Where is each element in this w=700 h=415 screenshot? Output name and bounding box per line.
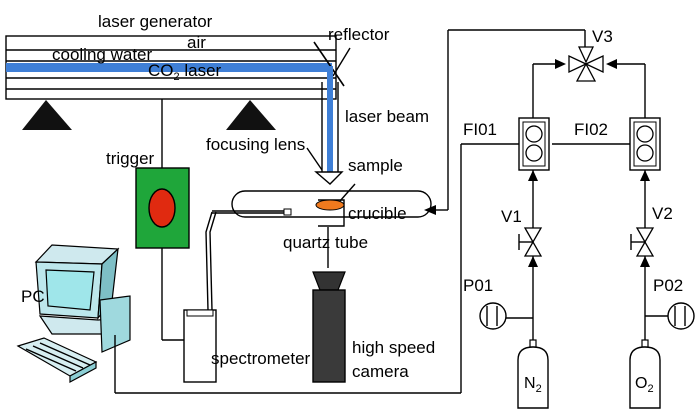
label-cooling-water: cooling water: [52, 45, 153, 64]
label-spectrometer: spectrometer: [211, 349, 311, 368]
label-laser-generator: laser generator: [98, 12, 213, 31]
label-high-speed: high speed: [352, 338, 435, 357]
label-fi01: FI01: [463, 120, 497, 139]
quartz-tube: [231, 190, 432, 218]
label-v1: V1: [501, 207, 522, 226]
label-p01: P01: [463, 276, 493, 295]
valve-v3: [568, 30, 604, 82]
pressure-gauge-p02: [667, 302, 695, 330]
o2-gas-cylinder: [629, 339, 661, 409]
sample: [315, 199, 345, 211]
co2-laser-beam-horizontal: [6, 63, 332, 72]
spectrometer: [183, 309, 217, 383]
label-crucible: crucible: [348, 204, 407, 223]
reflector: [313, 41, 345, 87]
label-air: air: [187, 33, 206, 52]
valve-v2: [630, 227, 655, 257]
high-speed-camera: [312, 271, 346, 383]
n2-gas-cylinder: [517, 339, 549, 409]
label-laser-beam: laser beam: [345, 107, 429, 126]
label-v2: V2: [652, 204, 673, 223]
label-v3: V3: [592, 27, 613, 46]
pc-computer: [16, 244, 131, 384]
flow-indicator-fi01: [518, 117, 550, 171]
label-co2-laser: CO2 laser: [148, 61, 222, 83]
valve-v1: [518, 227, 543, 257]
laser-generator: [5, 35, 337, 100]
label-camera: camera: [352, 362, 409, 381]
flow-indicator-fi02: [629, 117, 661, 171]
laser-beam-vertical: [327, 66, 333, 180]
label-pc: PC: [21, 287, 45, 306]
focusing-lens: [314, 171, 344, 185]
trigger-button: [148, 188, 176, 228]
label-n2: N2: [524, 375, 542, 395]
label-quartz-tube: quartz tube: [283, 233, 368, 252]
pressure-gauge-p01: [479, 302, 507, 330]
label-trigger: trigger: [106, 149, 155, 168]
label-fi02: FI02: [574, 120, 608, 139]
support-left: [22, 100, 72, 130]
label-focusing-lens: focusing lens: [206, 135, 305, 154]
label-o2: O2: [635, 375, 654, 395]
label-sample: sample: [348, 156, 403, 175]
label-reflector: reflector: [328, 25, 390, 44]
label-p02: P02: [653, 276, 683, 295]
support-right: [226, 100, 276, 130]
